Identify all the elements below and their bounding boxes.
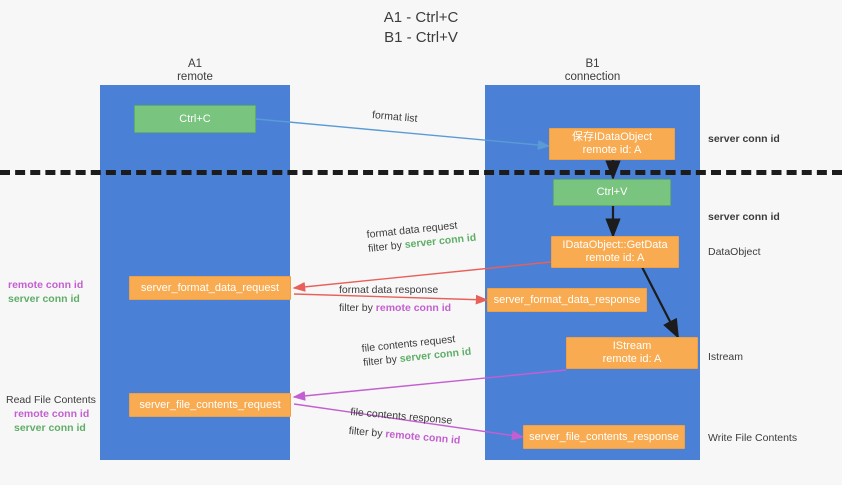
- annotation-server-conn-id-top-text: server conn id: [708, 133, 780, 145]
- annotation-read-server-conn-id: server conn id: [14, 422, 86, 434]
- node-ctrl-c-label: Ctrl+C: [179, 112, 211, 125]
- annotation-server-conn-id-mid: server conn id: [708, 210, 780, 224]
- annotation-istream-text: Istream: [708, 351, 744, 363]
- annotation-write-file-contents-text: Write File Contents: [708, 432, 798, 444]
- node-save-idataobject[interactable]: 保存IDataObject remote id: A: [549, 128, 675, 160]
- edge-label-format-data-response-line1: format data response: [339, 284, 439, 296]
- column-role-a1: remote: [177, 71, 213, 83]
- column-name-a1: A1: [187, 58, 203, 70]
- annotation-format-server-conn-id: server conn id: [8, 293, 80, 305]
- edge-label-format-data-response-line2: filter by remote conn id: [339, 301, 451, 315]
- annotation-write-file-contents: Write File Contents: [708, 431, 797, 445]
- annotation-read-remote-conn-id: remote conn id: [14, 408, 90, 420]
- annotation-format-remote-conn-id: remote conn id: [8, 279, 84, 291]
- phase-divider: [0, 170, 842, 175]
- node-save-idataobject-label: 保存IDataObject: [571, 131, 653, 143]
- edge-label-format-list: format list: [371, 108, 418, 126]
- column-name-b1: B1: [585, 58, 600, 70]
- node-istream-label: IStream: [612, 340, 652, 352]
- edge-label-file-contents-response-line2: filter by remote conn id: [348, 424, 461, 448]
- node-istream-remote-id: remote id: A: [602, 353, 662, 365]
- annotation-read-file-contents: Read File Contents remote conn id server…: [6, 393, 96, 435]
- node-server-format-data-response[interactable]: server_format_data_response: [487, 288, 647, 312]
- column-header-a1: A1 remote: [100, 58, 290, 84]
- node-ctrl-v[interactable]: Ctrl+V: [553, 179, 671, 206]
- filter-by-prefix-1: filter by: [367, 239, 406, 255]
- node-server-format-data-request-label: server_format_data_request: [140, 281, 280, 294]
- node-save-idataobject-remote-id: remote id: A: [582, 144, 642, 156]
- edge-label-format-data-request: format data request filter by server con…: [366, 217, 477, 256]
- node-istream[interactable]: IStream remote id: A: [566, 337, 698, 369]
- node-server-file-contents-response[interactable]: server_file_contents_response: [523, 425, 685, 449]
- edge-label-file-contents-request: file contents request filter by server c…: [361, 331, 472, 370]
- filter-by-prefix-3: filter by: [362, 353, 401, 369]
- node-server-format-data-request[interactable]: server_format_data_request: [129, 276, 291, 300]
- annotation-istream: Istream: [708, 350, 743, 364]
- edge-label-format-data-response: format data response filter by remote co…: [339, 283, 451, 315]
- annotation-read-file-contents-title: Read File Contents: [6, 394, 96, 406]
- filter-by-prefix-2: filter by: [339, 302, 376, 314]
- annotation-server-conn-id-mid-text: server conn id: [708, 211, 780, 223]
- remote-conn-id-ref-2: remote conn id: [384, 428, 461, 447]
- annotation-format-conn-ids: remote conn id server conn id: [8, 278, 83, 306]
- page-title: A1 - Ctrl+C B1 - Ctrl+V: [383, 9, 459, 46]
- filter-by-prefix-4: filter by: [348, 424, 386, 441]
- node-server-file-contents-request-label: server_file_contents_request: [139, 398, 281, 411]
- column-role-b1: connection: [564, 71, 621, 83]
- node-ctrl-v-label: Ctrl+V: [596, 186, 628, 198]
- node-server-file-contents-response-label: server_file_contents_response: [529, 430, 679, 443]
- node-getdata-label: IDataObject::GetData: [562, 239, 668, 251]
- node-ctrl-c[interactable]: Ctrl+C: [134, 105, 256, 133]
- annotation-dataobject: DataObject: [708, 245, 761, 259]
- edge-label-file-contents-response: file contents response filter by remote …: [348, 405, 462, 448]
- node-server-file-contents-request[interactable]: server_file_contents_request: [129, 393, 291, 417]
- annotation-server-conn-id-top: server conn id: [708, 132, 780, 146]
- column-header-b1: B1 connection: [485, 58, 700, 84]
- node-idataobject-getdata[interactable]: IDataObject::GetData remote id: A: [551, 236, 679, 268]
- node-server-format-data-response-label: server_format_data_response: [493, 293, 641, 306]
- annotation-dataobject-text: DataObject: [708, 246, 761, 258]
- edge-label-format-list-text: format list: [371, 109, 418, 125]
- node-getdata-remote-id: remote id: A: [585, 252, 645, 264]
- remote-conn-id-ref-1: remote conn id: [375, 302, 452, 314]
